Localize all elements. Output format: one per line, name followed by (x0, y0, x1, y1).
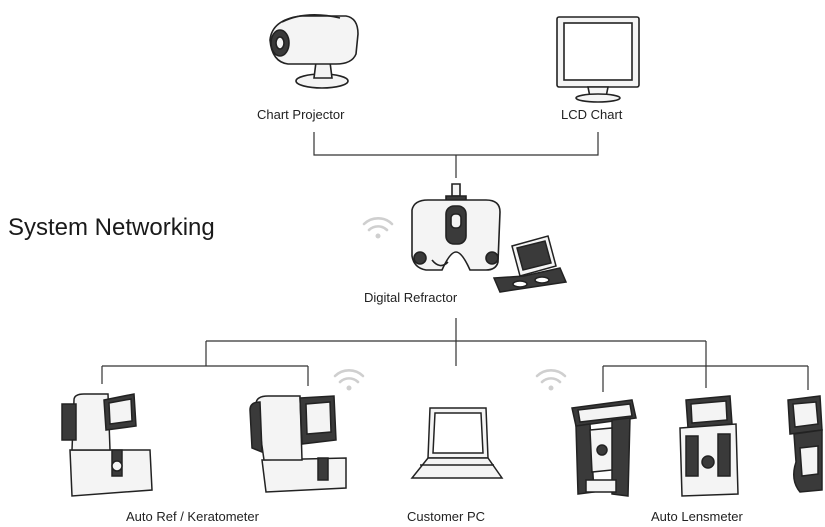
chart-projector-label: Chart Projector (257, 107, 345, 122)
lensmeter-icon (571, 399, 637, 497)
wifi-icon (535, 369, 567, 391)
lcd-monitor-icon (556, 16, 640, 103)
lensmeter-branch (602, 341, 809, 392)
wifi-icon (333, 369, 365, 391)
keratometer-icon (249, 395, 347, 493)
connector-lines (101, 132, 809, 392)
auto-ref-keratometer-label: Auto Ref / Keratometer (126, 509, 259, 524)
digital-refractor-label: Digital Refractor (364, 290, 458, 305)
lcd-chart-label: LCD Chart (561, 107, 623, 122)
diagram-title: System Networking (8, 214, 215, 241)
laptop-icon (410, 407, 504, 479)
top-connector (313, 132, 599, 156)
laptop-icon (492, 235, 568, 293)
lensmeter-icon (679, 395, 739, 497)
wifi-icon (362, 217, 394, 239)
lensmeter-icon (787, 395, 823, 493)
digital-refractor-icon (411, 183, 501, 271)
auto-refractor-icon (61, 393, 153, 497)
customer-pc-label: Customer PC (407, 509, 486, 524)
auto-lensmeter-label: Auto Lensmeter (651, 509, 743, 524)
chart-projector-icon (269, 14, 359, 89)
ref-kerato-branch (101, 341, 309, 386)
